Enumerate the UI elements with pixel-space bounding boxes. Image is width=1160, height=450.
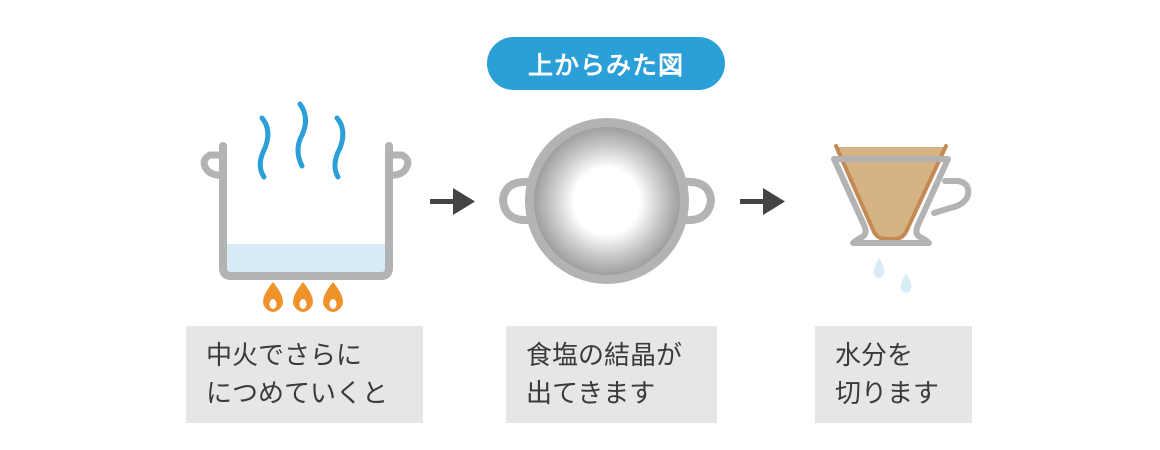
water-drop-icon xyxy=(873,258,912,293)
step-2-caption: 食塩の結晶が 出てきます xyxy=(506,326,717,423)
wok-handle-right xyxy=(683,177,716,225)
wok-top-view-illustration xyxy=(498,118,716,284)
water-level xyxy=(226,244,386,272)
step-2-line-1: 食塩の結晶が xyxy=(526,340,683,371)
pot-body xyxy=(219,142,393,280)
pot-illustration xyxy=(200,101,412,312)
wok-handle-left xyxy=(498,177,531,225)
step-3-line-1: 水分を xyxy=(835,340,914,371)
step-3-line-2: 切ります xyxy=(835,378,940,409)
flame-icon xyxy=(263,282,343,312)
step-1-caption: 中火でさらに につめていくと xyxy=(186,326,423,423)
step-2-line-2: 出てきます xyxy=(526,378,656,409)
step-3-caption: 水分を 切ります xyxy=(815,326,972,423)
step-1-line-2: につめていくと xyxy=(206,378,389,409)
filter-dripper-illustration xyxy=(831,144,972,293)
pot-handle-left xyxy=(200,151,224,179)
salt-crystals xyxy=(534,127,680,275)
top-view-label: 上からみた図 xyxy=(487,37,725,90)
step-1-line-1: 中火でさらに xyxy=(206,340,363,371)
arrow-right-icon xyxy=(740,188,785,215)
arrow-right-icon xyxy=(430,188,475,215)
steam-icon xyxy=(257,101,346,180)
pot-handle-right xyxy=(388,151,412,179)
